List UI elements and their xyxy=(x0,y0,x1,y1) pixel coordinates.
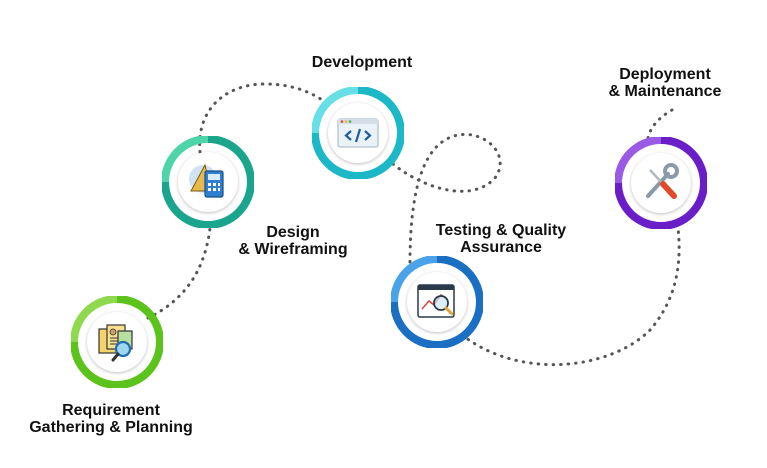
stage-deployment-maintenance xyxy=(615,137,707,229)
stage-ring xyxy=(312,87,404,179)
stage-label-line2: Gathering & Planning xyxy=(29,419,193,436)
stage-label-line1: Testing & Quality xyxy=(435,222,567,239)
stage-label-line1: Development xyxy=(311,54,413,71)
documents-magnifier-icon xyxy=(98,324,133,362)
stage-label-design: Design & Wireframing xyxy=(228,224,358,258)
wrench-screwdriver-icon xyxy=(646,163,679,199)
stage-design-wireframing xyxy=(162,136,254,228)
stage-icon-disc xyxy=(328,103,388,163)
stage-testing-quality-assurance xyxy=(391,256,483,348)
stage-label-line2: & Maintenance xyxy=(608,83,722,100)
stage-icon-disc xyxy=(407,272,467,332)
stage-label-line1: Requirement xyxy=(62,402,160,419)
stage-ring xyxy=(615,137,707,229)
window-magnifier-icon xyxy=(417,284,455,318)
stage-requirement-gathering xyxy=(71,296,163,388)
stage-label-line2: & Wireframing xyxy=(238,241,348,258)
stage-label-development: Development xyxy=(296,54,428,71)
calculator-ruler-icon xyxy=(189,163,224,198)
stage-ring xyxy=(162,136,254,228)
stage-ring xyxy=(391,256,483,348)
stage-icon-disc xyxy=(87,312,147,372)
stage-ring xyxy=(71,296,163,388)
code-window-icon xyxy=(337,118,379,148)
stage-label-requirement: Requirement Gathering & Planning xyxy=(20,402,202,436)
stage-label-testing: Testing & Quality Assurance xyxy=(416,222,586,256)
stage-label-line2: Assurance xyxy=(460,239,542,256)
stage-icon-disc xyxy=(631,153,691,213)
stage-label-line1: Design xyxy=(266,224,320,241)
stage-icon-disc xyxy=(178,152,238,212)
stage-label-line1: Deployment xyxy=(619,66,711,83)
stage-development xyxy=(312,87,404,179)
stage-label-deployment: Deployment & Maintenance xyxy=(590,66,740,100)
